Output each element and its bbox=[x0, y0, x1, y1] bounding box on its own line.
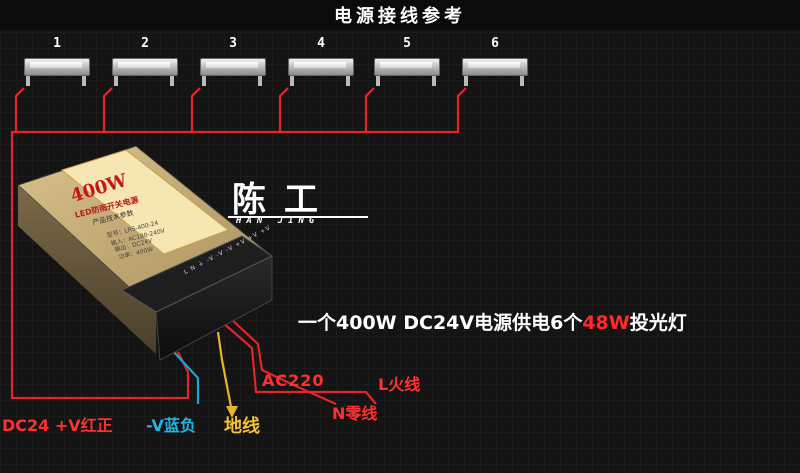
ground-arrow bbox=[226, 406, 238, 418]
live-wire bbox=[221, 321, 377, 405]
watermark-logo: 陈工 HAN JING bbox=[228, 172, 368, 242]
ground-label: 地线 bbox=[224, 416, 260, 437]
psu-side bbox=[18, 185, 156, 354]
lamp-number: 2 bbox=[141, 36, 149, 51]
lamp-lens bbox=[380, 62, 432, 68]
lamp-number: 5 bbox=[403, 36, 411, 51]
flood-light-2: 2 bbox=[110, 36, 180, 96]
caption: 一个400W DC24V电源供电6个48W投光灯 bbox=[298, 308, 687, 335]
flood-light-4: 4 bbox=[286, 36, 356, 96]
lamp-number: 3 bbox=[229, 36, 237, 51]
flood-light-6: 6 bbox=[460, 36, 530, 96]
psu-terminal-cover bbox=[120, 235, 274, 313]
psu-label-plate bbox=[60, 149, 230, 255]
flood-light-5: 5 bbox=[372, 36, 442, 96]
power-supply bbox=[17, 145, 274, 361]
lamp-number: 6 bbox=[491, 36, 499, 51]
lamp-bracket bbox=[346, 74, 350, 86]
lamp-bracket bbox=[170, 74, 174, 86]
lamp-bracket bbox=[520, 74, 524, 86]
lamp-lens bbox=[206, 62, 258, 68]
flood-light-3: 3 bbox=[198, 36, 268, 96]
lamp-bracket bbox=[114, 74, 118, 86]
neutral-wire bbox=[229, 317, 337, 406]
caption-part1: 一个400W DC24V电源供电6个 bbox=[298, 312, 583, 334]
lamp-bracket bbox=[432, 74, 436, 86]
watermark-underline bbox=[228, 216, 368, 218]
dc-negative-label: -V蓝负 bbox=[146, 416, 196, 435]
lamp-bracket bbox=[290, 74, 294, 86]
watermark-main: 陈工 bbox=[232, 180, 336, 220]
page-title: 电源接线参考 bbox=[334, 6, 466, 27]
watermark-sub: HAN JING bbox=[236, 216, 320, 226]
lamp-number: 1 bbox=[53, 36, 61, 51]
lamp-bracket bbox=[26, 74, 30, 86]
caption-part2: 投光灯 bbox=[629, 312, 687, 334]
lamp-bracket bbox=[82, 74, 86, 86]
caption-highlight: 48W bbox=[582, 312, 630, 334]
lamp-bracket bbox=[202, 74, 206, 86]
flood-light-1: 1 bbox=[22, 36, 92, 96]
dc-negative-wire bbox=[171, 349, 200, 404]
ground-wire bbox=[216, 331, 234, 413]
lamp-lens bbox=[468, 62, 520, 68]
lamp-bracket bbox=[376, 74, 380, 86]
dc-positive-wires bbox=[10, 87, 467, 400]
lamp-bracket bbox=[464, 74, 468, 86]
lamp-lens bbox=[118, 62, 170, 68]
neutral-label: N零线 bbox=[332, 404, 378, 423]
lamp-lens bbox=[30, 62, 82, 68]
lamp-lens bbox=[294, 62, 346, 68]
dc-positive-label: DC24 +V红正 bbox=[2, 416, 113, 435]
title-bar bbox=[0, 0, 800, 30]
live-label: L火线 bbox=[378, 375, 421, 394]
ac-label: AC220 bbox=[262, 371, 325, 390]
lamp-number: 4 bbox=[317, 36, 325, 51]
lamp-bracket bbox=[258, 74, 262, 86]
